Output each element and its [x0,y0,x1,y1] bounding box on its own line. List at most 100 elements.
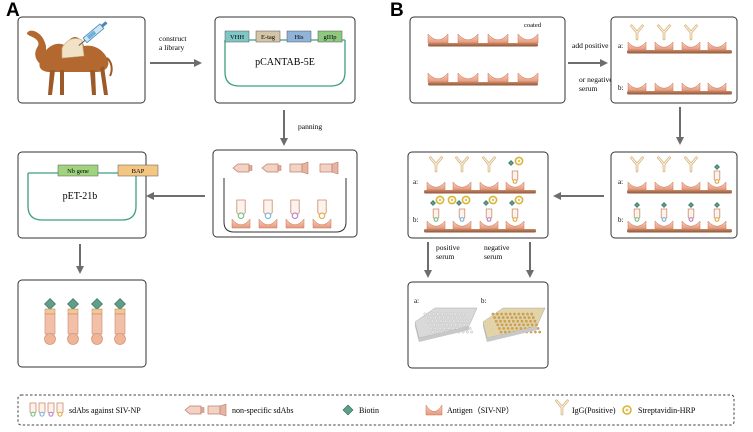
plate-a-label: a: [414,297,419,305]
microplate-well [530,312,534,316]
panning-well [223,178,347,233]
microplate-well [470,330,474,334]
antigen-icon [517,33,539,44]
microplate-well [524,319,528,323]
sdab-tip [512,179,518,184]
igg-icon-inner [430,157,442,172]
microplate-well [506,316,509,320]
biotin-icon [430,200,436,206]
sdab-tip [512,217,518,222]
antigen-icon [681,220,701,230]
sdab-tip [486,217,492,222]
nb-row-a-label: a: [618,178,623,186]
streptavidin-hrp-core [517,159,521,163]
microplate-well [445,312,448,316]
antigen-icon [627,220,647,230]
nanobody-body [91,313,103,335]
microplate-well [434,327,438,330]
nanobody-tip [44,333,56,345]
microplate-well [503,319,507,323]
nonspecific-sdab-icon [207,405,221,415]
microplate-well [437,323,440,327]
nonspecific-sdab-cap [219,403,227,417]
plate-surface [627,91,732,95]
igg-icon-inner [556,400,568,415]
microplate-well [500,312,504,316]
microplate-well [536,327,540,330]
vector-segment [224,30,250,43]
bap-tag [91,308,103,315]
antigen-icon [457,72,479,83]
microplate-well [431,330,435,334]
antigen-icon [427,33,449,44]
antigen-icon [707,82,727,92]
microplate-well [453,312,457,316]
biotin-icon [509,200,515,206]
microplate-well [442,316,446,320]
microplate-well [514,316,518,320]
streptavidin-hrp-core [517,198,521,202]
sdab-tip [291,212,299,220]
microplate-well [432,323,436,327]
microplate-well [435,319,439,323]
coated-box [409,16,566,104]
sdab-tip [39,411,45,417]
antigen-icon [654,181,674,191]
plate-surface [627,229,732,233]
biotin-icon [688,202,694,208]
microplate-well [517,323,521,327]
microplate-well [533,319,537,323]
nonspecific-sdab-cap [301,161,309,175]
microplate-side [415,322,419,342]
microplate-well [447,327,451,330]
plate-surface [428,82,538,86]
microplate-well [493,316,497,320]
microplate-well [510,316,514,320]
microplate-well [526,312,529,316]
bap-tag [44,308,56,315]
biotinylated-nb-box [17,279,147,368]
antigen-icon [426,181,446,191]
igg-icon-inner [631,157,643,172]
microplate-well [500,323,504,327]
microplate-well [506,327,510,330]
microplate-well [502,327,506,330]
bap-tag [67,308,79,315]
nanobody-tip [67,333,79,345]
microplate-well [445,323,449,327]
microplate-well [466,330,469,334]
vector-2-name: pET-21b [63,191,98,202]
legend-label-biotin: Biotin [359,406,379,415]
negative-label-1: negative [484,243,510,252]
microplate-well [462,312,466,316]
negative-label-2: serum [484,252,502,261]
antigen-icon [707,220,727,230]
vector-segment-label: E-tag [261,34,276,41]
microplate-well [462,323,466,327]
microplate-well [459,316,463,320]
igg-icon-inner [658,25,670,40]
serum-row-a-label: a: [618,42,623,50]
antigen-icon [681,181,701,191]
microplate-well [499,330,503,334]
antigen-icon [707,181,727,191]
camel-icon [27,21,113,95]
microplate-well [499,319,502,323]
microplate-well [497,316,501,320]
microplate-well [423,312,427,316]
microplate-well [520,319,524,323]
result-box [407,281,549,369]
microplate-well [515,327,518,330]
vector-segment [117,164,159,177]
nanobody-tip [91,333,103,345]
microplate-well [449,312,453,316]
nonspecific-sdab-cap [248,165,253,171]
microplate-well [451,327,455,330]
microplate-well [510,327,514,330]
plate-surface [428,43,538,47]
biotin-icon [456,200,462,206]
microplate-well [440,312,444,316]
antigen-icon [707,41,727,51]
microplate-well [517,312,521,316]
